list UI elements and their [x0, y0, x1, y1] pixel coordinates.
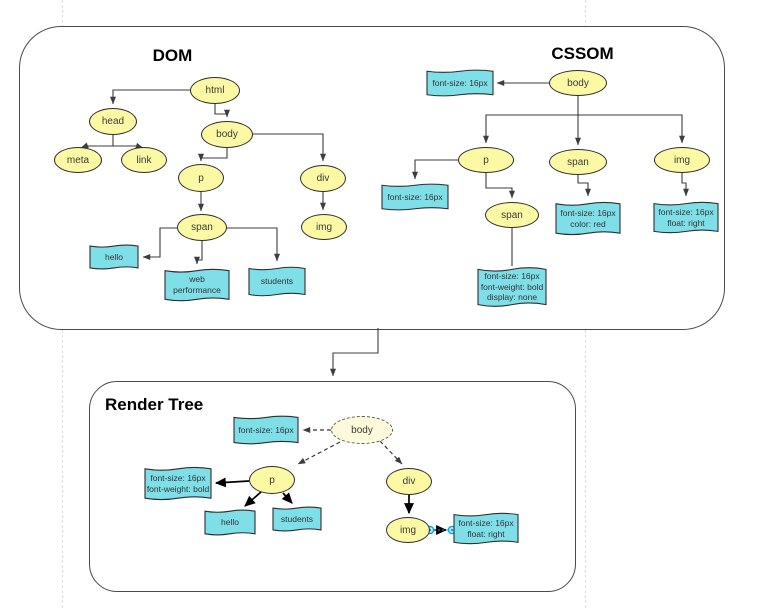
edge-html-body[interactable]	[214, 103, 230, 118]
cssom-rule-img[interactable]: font-size: 16px float: right	[654, 201, 718, 234]
tape-shape	[145, 466, 211, 501]
tape-label: font-size: 16px	[387, 191, 443, 202]
tape-label: font-size: 16px float: right	[658, 206, 714, 228]
tape-shape	[556, 201, 620, 236]
tape-label: students	[280, 513, 314, 524]
render-node-body[interactable]: body	[331, 416, 393, 444]
render-node-p[interactable]: p	[249, 466, 295, 494]
dom-node-meta[interactable]: meta	[54, 147, 102, 173]
edge-span-hello[interactable]	[142, 227, 177, 260]
cssom-node-body[interactable]: body	[549, 70, 607, 96]
edge-body-p[interactable]	[198, 147, 228, 162]
tape-shape	[165, 268, 229, 302]
tape-label: font-size: 16px float: right	[458, 517, 514, 539]
tape-label: font-size: 16px font-weight: bold displa…	[480, 271, 544, 303]
dom-node-html[interactable]: html	[190, 77, 240, 104]
selected-edge-render-img-rule[interactable]	[425, 525, 457, 535]
edge-cssom-body-p[interactable]	[483, 114, 578, 144]
edge-cssom-body-img[interactable]	[578, 114, 685, 144]
dom-node-img[interactable]: img	[301, 214, 347, 240]
edge-body-div[interactable]	[253, 133, 326, 162]
edge-render-p-students[interactable]	[281, 492, 293, 504]
tape-shape	[234, 415, 298, 445]
edge-render-p-hello[interactable]	[244, 491, 262, 507]
tape-label: font-size: 16px	[238, 424, 294, 435]
tape-shape	[273, 506, 321, 532]
cssom-rule-span[interactable]: font-size: 16px color: red	[556, 201, 620, 236]
dom-section-title: DOM	[152, 46, 193, 65]
dom-node-body[interactable]: body	[201, 121, 253, 148]
tape-label: hello	[105, 251, 123, 262]
cssom-node-img[interactable]: img	[654, 147, 710, 173]
tape-shape	[478, 266, 546, 308]
edge-span-students[interactable]	[227, 227, 280, 262]
tape-label: font-size: 16px font-weight: bold	[146, 472, 210, 494]
dom-node-span[interactable]: span	[177, 214, 227, 241]
cssom-node-span[interactable]: span	[549, 149, 607, 175]
edge-cssom-span-rule[interactable]	[577, 175, 591, 197]
cssom-node-span-child[interactable]: span	[485, 202, 539, 228]
render-textnode-students[interactable]: students	[273, 506, 321, 532]
render-tree-section-title: Render Tree	[105, 395, 204, 414]
dom-node-head[interactable]: head	[89, 108, 137, 135]
tape-shape	[382, 183, 448, 211]
edge-head-meta[interactable]	[80, 134, 114, 149]
tape-shape	[427, 69, 493, 97]
cssom-node-p[interactable]: p	[458, 147, 514, 173]
edge-render-p-rule[interactable]	[214, 477, 250, 488]
dom-node-div[interactable]: div	[300, 165, 346, 192]
edge-cssom-img-rule[interactable]	[681, 173, 689, 197]
dom-node-link[interactable]: link	[121, 147, 167, 173]
render-rule-body[interactable]: font-size: 16px	[234, 415, 298, 445]
render-rule-img[interactable]: font-size: 16px float: right	[454, 512, 518, 545]
tape-label: students	[260, 276, 294, 287]
edge-domcssom-to-rendertree[interactable]	[330, 328, 379, 377]
cssom-rule-p[interactable]: font-size: 16px	[382, 183, 448, 211]
tape-label: web performance	[173, 274, 221, 295]
tape-shape	[90, 244, 138, 270]
cssom-rule-span-child[interactable]: font-size: 16px font-weight: bold displa…	[478, 266, 546, 308]
edge-cssom-p-span[interactable]	[485, 173, 515, 199]
tape-shape	[249, 266, 305, 297]
tape-shape	[654, 201, 718, 234]
edge-span-webperformance[interactable]	[194, 241, 203, 265]
edge-render-body-p[interactable]	[297, 441, 341, 465]
edge-html-head[interactable]	[110, 89, 190, 105]
tape-label: hello	[221, 517, 239, 528]
dom-textnode-students[interactable]: students	[249, 266, 305, 297]
dom-textnode-web-performance[interactable]: web performance	[165, 268, 229, 302]
cssom-section-title: CSSOM	[551, 44, 614, 63]
dom-textnode-hello[interactable]: hello	[90, 244, 138, 270]
tape-shape	[205, 509, 255, 536]
tape-label: font-size: 16px color: red	[560, 207, 616, 229]
cssom-rule-body[interactable]: font-size: 16px	[427, 69, 493, 97]
tape-shape	[454, 512, 518, 545]
edge-cssom-p-rule[interactable]	[412, 159, 458, 180]
tape-label: font-size: 16px	[432, 77, 488, 88]
edge-render-body-div[interactable]	[379, 440, 403, 465]
render-textnode-hello[interactable]: hello	[205, 509, 255, 536]
render-node-img[interactable]: img	[386, 517, 430, 543]
render-node-div[interactable]: div	[386, 468, 432, 495]
render-rule-p[interactable]: font-size: 16px font-weight: bold	[145, 466, 211, 501]
dom-cssom-container[interactable]	[19, 26, 725, 330]
dom-node-p[interactable]: p	[178, 164, 224, 192]
